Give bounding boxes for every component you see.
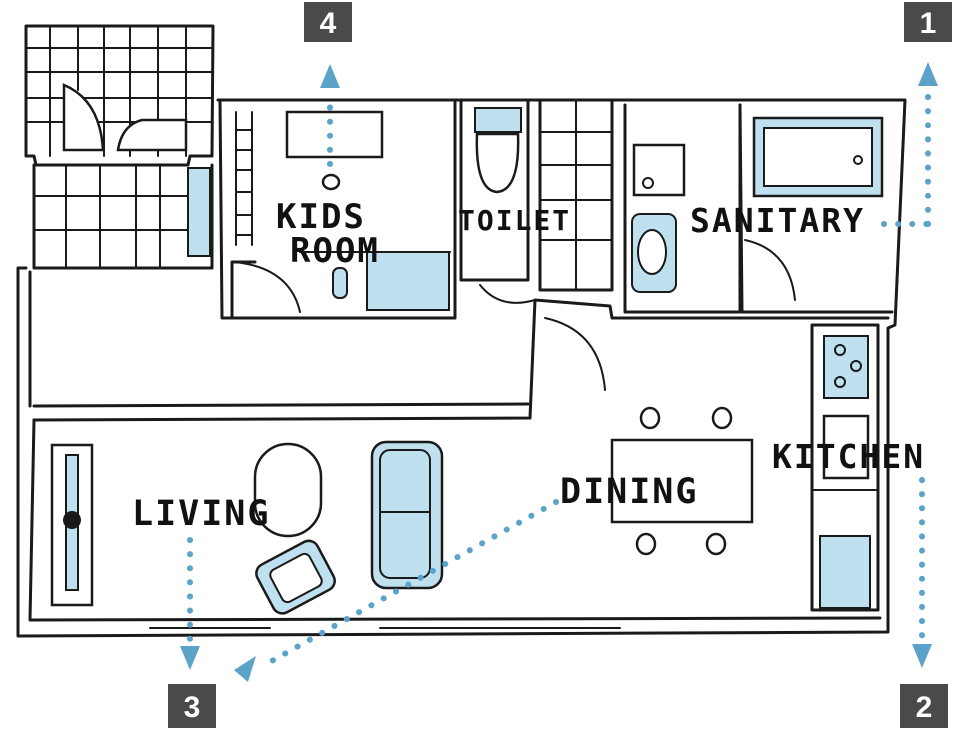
coffee-table	[253, 442, 323, 538]
hall-shelf	[538, 98, 614, 292]
arrow-3b	[234, 656, 256, 682]
label-kids-room-line2: ROOM	[290, 231, 380, 271]
room-labels: KIDS ROOM TOILET SANITARY KITCHEN DINING…	[132, 197, 925, 534]
kitchen-sink	[822, 414, 870, 480]
closet-shelf	[187, 167, 211, 257]
double-door-left	[62, 83, 105, 152]
label-dining: DINING	[560, 472, 698, 512]
double-door-right	[116, 118, 188, 152]
dining-area	[610, 406, 754, 556]
bath-door-arc	[744, 239, 796, 301]
apartment-walls	[16, 98, 907, 638]
desk	[285, 110, 384, 159]
badge-2: 2	[900, 684, 948, 728]
label-living: LIVING	[132, 494, 270, 534]
badge-4: 4	[304, 2, 352, 42]
sanitary-room	[623, 103, 894, 314]
badge-1: 1	[904, 2, 952, 42]
badge-3: 3	[168, 684, 216, 728]
badge-3-label: 3	[184, 691, 201, 724]
armchair	[255, 539, 336, 615]
hall-door-arc	[544, 317, 606, 391]
arrow-4	[320, 64, 340, 88]
kitchen-area	[810, 323, 880, 612]
kids-bed	[366, 251, 450, 311]
washer	[632, 143, 686, 197]
toilet-tank	[474, 107, 522, 133]
living-area	[50, 440, 444, 615]
arrow-3a	[180, 646, 200, 670]
arrow-2	[912, 644, 932, 668]
route-paths	[180, 62, 938, 682]
kids-shelf	[235, 111, 253, 246]
kids-lamp	[332, 267, 348, 299]
label-kitchen: KITCHEN	[772, 437, 925, 476]
fridge	[819, 535, 871, 609]
kids-room	[218, 98, 457, 320]
balcony-area	[24, 24, 215, 270]
badge-1-label: 1	[920, 7, 937, 40]
badge-2-label: 2	[916, 691, 933, 724]
label-toilet: TOILET	[458, 204, 571, 237]
toilet-door-arc	[479, 284, 536, 304]
kids-door-arc	[234, 261, 301, 313]
closet-grid	[33, 164, 191, 269]
label-kids-room-line1: KIDS	[276, 197, 366, 237]
toilet-bowl	[475, 132, 520, 194]
dining-table	[610, 438, 754, 524]
badge-4-label: 4	[320, 7, 337, 40]
arrow-1	[918, 62, 938, 86]
desk-chair	[321, 173, 341, 191]
sofa	[370, 440, 444, 590]
toilet-room	[459, 98, 606, 391]
label-sanitary: SANITARY	[690, 201, 865, 240]
